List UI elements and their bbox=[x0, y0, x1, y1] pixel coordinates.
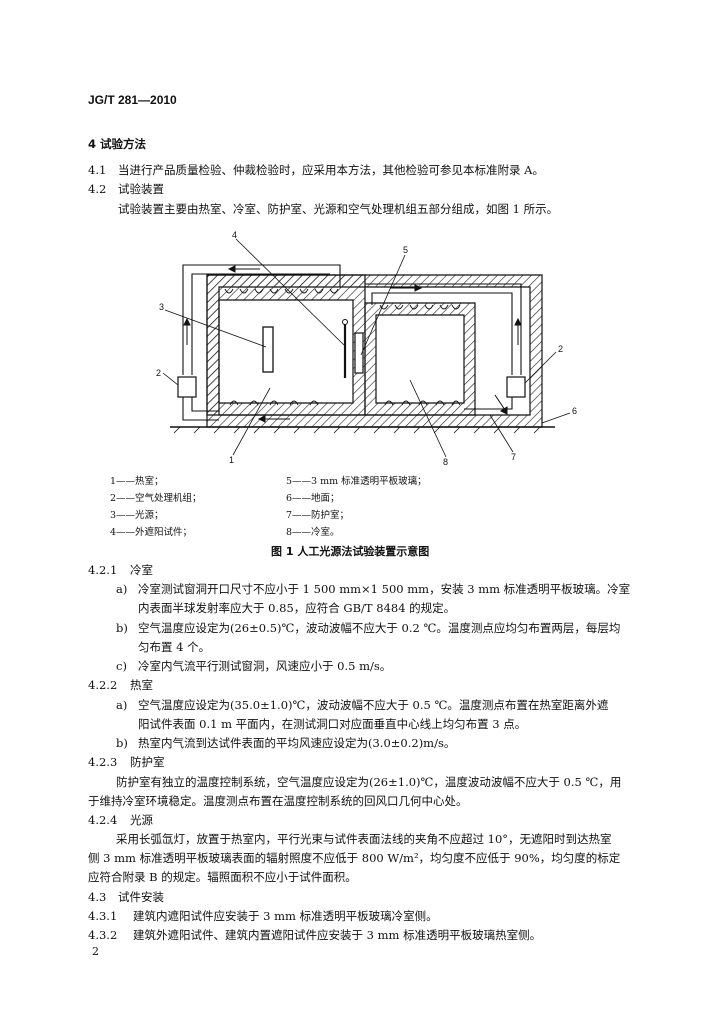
item-label: a) bbox=[116, 698, 128, 712]
hot-diffusers bbox=[224, 288, 339, 294]
ground-hatch bbox=[173, 426, 541, 434]
clause-number: 4.2.3 bbox=[88, 755, 118, 769]
clause-title: 光源 bbox=[130, 813, 153, 827]
clause-text: 建筑内遮阳试件应安装于 3 mm 标准透明平板玻璃冷室侧。 bbox=[133, 909, 438, 923]
legend-item: 6——地面； bbox=[286, 493, 340, 504]
clause-number: 4.2.4 bbox=[88, 813, 118, 827]
light-source bbox=[262, 326, 274, 373]
clause-text: 试验装置主要由热室、冷室、防护室、光源和空气处理机组五部分组成，如图 1 所示。 bbox=[118, 202, 559, 216]
clause-text: 防护室有独立的温度控制系统，空气温度应设定为(26±1.0)℃，温度波动波幅不应… bbox=[116, 775, 622, 789]
clause-title: 防护室 bbox=[130, 755, 165, 769]
leader-lines bbox=[162, 238, 571, 458]
item-text: 空气温度应设定为(26±0.5)℃，波动波幅不应大于 0.2 ℃。温度测点应均匀… bbox=[138, 621, 621, 635]
callout-2-left: 2 bbox=[156, 368, 161, 378]
item-text: 匀布置 4 个。 bbox=[138, 640, 211, 654]
glass-pane bbox=[354, 332, 364, 374]
clause-number: 4.3.2 bbox=[88, 928, 118, 942]
callout-6: 6 bbox=[572, 406, 577, 416]
clause-number: 4.3.1 bbox=[88, 909, 118, 923]
cold-chamber-wall bbox=[364, 302, 476, 416]
air-handling-unit-right bbox=[506, 376, 526, 398]
item-text: 热室内气流到达试件表面的平均风速应设定为(3.0±0.2)m/s。 bbox=[138, 736, 456, 750]
callout-3: 3 bbox=[159, 302, 164, 312]
figure-caption: 图 1 人工光源法试验装置示意图 bbox=[271, 545, 430, 558]
legend-item: 4——外遮阳试件； bbox=[110, 527, 193, 538]
legend-item: 7——防护室； bbox=[286, 510, 350, 521]
clause-text: 于维持冷室环境稳定。温度测点布置在温度控制系统的回风口几何中心处。 bbox=[88, 794, 468, 808]
clause-text: 侧 3 mm 标准透明平板玻璃表面的辐射照度不应低于 800 W/m²，均匀度不… bbox=[88, 851, 621, 865]
legend-item: 8——冷室。 bbox=[286, 527, 340, 538]
item-label: b) bbox=[116, 736, 128, 750]
legend-item: 2——空气处理机组； bbox=[110, 493, 202, 504]
legend-item: 5——3 mm 标准透明平板玻璃； bbox=[286, 476, 427, 487]
item-text: 空气温度应设定为(35.0±1.0)℃，波动波幅不应大于 0.5 ℃。温度测点布… bbox=[138, 698, 609, 712]
clause-number: 4.2 bbox=[88, 182, 107, 196]
clause-text: 应符合附录 B 的规定。辐照面积不应小于试件面积。 bbox=[88, 870, 357, 884]
legend-item: 3——光源； bbox=[110, 510, 164, 521]
legend-item: 1——热室； bbox=[110, 476, 164, 487]
hot-chamber-wall bbox=[206, 274, 366, 416]
callout-8: 8 bbox=[443, 457, 448, 467]
clause-title: 热室 bbox=[130, 678, 153, 692]
item-text: 冷室内气流平行测试窗洞，风速应小于 0.5 m/s。 bbox=[138, 659, 392, 673]
clause-title: 试验装置 bbox=[118, 182, 164, 196]
hot-air-duct bbox=[182, 264, 341, 421]
cold-air-duct bbox=[365, 283, 522, 410]
bottom-returns bbox=[229, 400, 461, 406]
callout-4: 4 bbox=[232, 230, 237, 240]
callout-7: 7 bbox=[511, 452, 516, 462]
callout-1: 1 bbox=[229, 455, 234, 465]
specimen-mount bbox=[342, 319, 348, 325]
item-text: 阳试件表面 0.1 m 平面内，在测试洞口对应面垂直中心线上均匀布置 3 点。 bbox=[138, 717, 527, 731]
callout-2-right: 2 bbox=[558, 344, 563, 354]
item-label: b) bbox=[116, 621, 128, 635]
clause-number: 4.2.2 bbox=[88, 678, 118, 692]
clause-number: 4.1 bbox=[88, 163, 107, 177]
clause-text: 当进行产品质量检验、仲裁检验时，应采用本方法，其他检验可参见本标准附录 A。 bbox=[118, 163, 544, 177]
test-apparatus-diagram: 4 5 3 2 2 6 1 8 7 bbox=[156, 230, 577, 467]
clause-text: 采用长弧氙灯，放置于热室内，平行光束与试件表面法线的夹角不应超过 10°，无遮阳… bbox=[116, 832, 612, 846]
item-label: a) bbox=[116, 582, 128, 596]
air-handling-unit-left bbox=[177, 376, 197, 398]
item-label: c) bbox=[116, 659, 127, 673]
clause-number: 4.2.1 bbox=[88, 563, 118, 577]
cold-diffusers bbox=[379, 304, 461, 310]
section-heading: 4 试验方法 bbox=[88, 137, 147, 151]
callout-5: 5 bbox=[403, 245, 408, 255]
item-text: 冷室测试窗洞开口尺寸不应小于 1 500 mm×1 500 mm，安装 3 mm… bbox=[138, 582, 631, 596]
clause-number: 4.3 bbox=[88, 890, 107, 904]
clause-title: 冷室 bbox=[130, 563, 153, 577]
clause-title: 试件安装 bbox=[118, 890, 164, 904]
item-text: 内表面半球发射率应大于 0.85，应符合 GB/T 8484 的规定。 bbox=[138, 601, 456, 615]
clause-text: 建筑外遮阳试件、建筑内置遮阳试件应安装于 3 mm 标准透明平板玻璃热室侧。 bbox=[133, 928, 542, 942]
page-number: 2 bbox=[92, 945, 99, 958]
standard-code: JG/T 281—2010 bbox=[88, 93, 177, 107]
